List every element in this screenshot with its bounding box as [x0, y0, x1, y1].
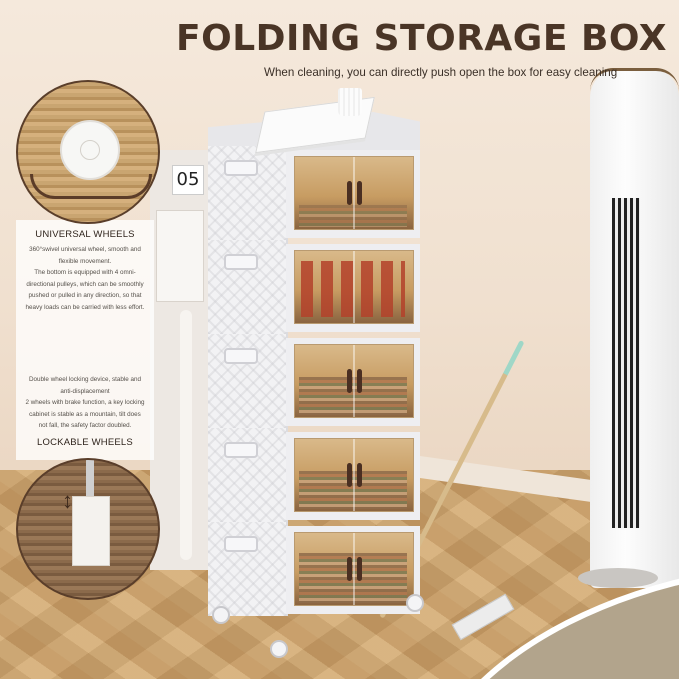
caster-stem — [86, 460, 94, 500]
door-split — [353, 533, 355, 605]
cabinet-tier-2 — [208, 240, 420, 334]
stored-bottles — [301, 261, 405, 317]
text-line: not fall, the safety factor doubled. — [38, 422, 132, 429]
text-line: Double wheel locking device, stable and — [28, 376, 142, 383]
tier-front — [286, 526, 420, 614]
tier-side-panel — [208, 428, 288, 522]
side-desk: 05 — [150, 150, 210, 570]
side-handle — [224, 348, 258, 364]
side-handle — [224, 160, 258, 176]
caster-wheel — [270, 640, 288, 658]
page-title: FOLDING STORAGE BOX — [176, 18, 667, 59]
tier-front — [286, 150, 420, 238]
brake-wheel-icon — [72, 496, 110, 566]
fan-base — [578, 568, 658, 588]
door-pull — [347, 463, 352, 487]
door-pull — [357, 557, 362, 581]
text-line: pushed or pulled in any direction, so th… — [28, 292, 142, 299]
stored-books — [299, 471, 407, 509]
universal-wheel-closeup — [16, 80, 160, 224]
feature-heading-lockable: LOCKABLE WHEELS — [37, 437, 133, 448]
feature-text-universal: 360°swivel universal wheel, smooth and f… — [20, 244, 150, 313]
feature-info-panel — [16, 220, 154, 460]
tier-side-panel — [208, 334, 288, 428]
text-line: heavy loads can be carried with less eff… — [25, 303, 145, 311]
page-subtitle: When cleaning, you can directly push ope… — [264, 66, 618, 79]
caster-wheel — [212, 606, 230, 624]
rotation-arrow-icon — [30, 174, 152, 199]
text-line: 2 wheels with brake function, a key lock… — [25, 399, 145, 406]
door-pull — [357, 369, 362, 393]
tier-front — [286, 338, 420, 426]
swivel-wheel-icon — [60, 120, 120, 180]
tier-side-panel — [208, 146, 288, 240]
fan-controls — [620, 130, 650, 150]
tier-front — [286, 244, 420, 332]
pen-holder — [338, 88, 362, 116]
door-pull — [347, 181, 352, 205]
text-line: 360°swivel universal wheel, smooth and — [29, 246, 141, 253]
desk-clock: 05 — [172, 165, 204, 195]
cabinet-tier-4 — [208, 428, 420, 522]
lockable-wheel-closeup: ↕ — [16, 458, 160, 600]
amber-door — [294, 438, 414, 512]
caster-wheel — [406, 594, 424, 612]
feature-text-lockable: Double wheel locking device, stable and … — [20, 374, 150, 432]
text-line: directional pulleys, which can be smooth… — [26, 280, 144, 288]
door-split — [353, 157, 355, 229]
door-split — [353, 345, 355, 417]
amber-door — [294, 156, 414, 230]
text-line: cabinet is stable as a mountain, tilt do… — [29, 410, 141, 418]
tier-side-panel — [208, 240, 288, 334]
text-line: anti-displacement — [60, 387, 110, 395]
amber-door — [294, 532, 414, 606]
storage-cabinet — [208, 112, 424, 658]
door-pull — [357, 463, 362, 487]
desk-drawer — [156, 210, 204, 302]
stored-books — [299, 377, 407, 415]
feature-heading-universal: UNIVERSAL WHEELS — [35, 229, 135, 240]
cabinet-tier-3 — [208, 334, 420, 428]
up-down-arrow-icon: ↕ — [62, 488, 73, 513]
text-line: flexible movement. — [58, 257, 112, 265]
amber-door — [294, 344, 414, 418]
stored-items — [299, 205, 407, 227]
side-handle — [224, 254, 258, 270]
cabinet-tier-5 — [208, 522, 420, 616]
door-pull — [347, 369, 352, 393]
side-handle — [224, 442, 258, 458]
fan-top-ring — [590, 68, 679, 91]
text-line: The bottom is equipped with 4 omni- — [34, 269, 136, 276]
door-split — [353, 439, 355, 511]
tier-side-panel — [208, 522, 288, 616]
door-pull — [347, 557, 352, 581]
cabinet-tier-1 — [208, 146, 420, 240]
amber-door — [294, 250, 414, 324]
door-pull — [357, 181, 362, 205]
door-split — [353, 251, 355, 323]
tier-front — [286, 432, 420, 520]
desk-leg — [180, 310, 192, 560]
wheel-hub — [80, 140, 100, 160]
fan-grille — [612, 198, 640, 528]
side-handle — [224, 536, 258, 552]
stored-books — [299, 553, 407, 603]
tower-fan — [578, 68, 679, 588]
